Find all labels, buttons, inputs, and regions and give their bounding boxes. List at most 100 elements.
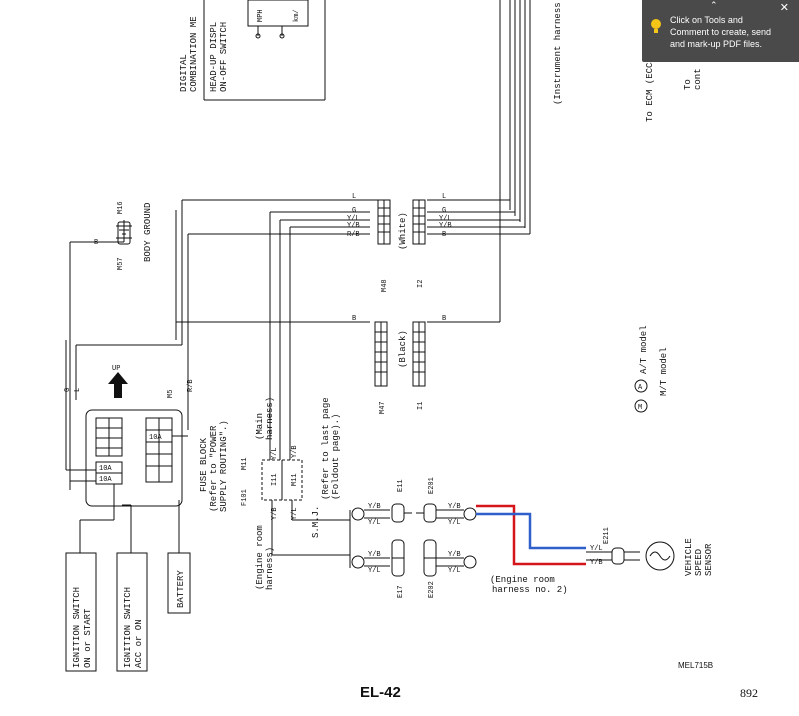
label-engine-room-2-line1: (Engine room bbox=[490, 575, 555, 585]
label-up: UP bbox=[112, 365, 120, 373]
label-e11: E11 bbox=[397, 479, 405, 492]
connector-e11 bbox=[391, 503, 412, 523]
label-mph: MPH bbox=[257, 9, 265, 22]
label-vss-1: VEHICLE bbox=[684, 538, 694, 576]
fuse-block bbox=[85, 409, 183, 507]
chevron-up-icon[interactable]: ⌃ bbox=[710, 0, 718, 10]
label-m48: M48 bbox=[381, 279, 389, 292]
label-fuse-block-3: SUPPLY ROUTING".) bbox=[219, 420, 229, 512]
connector-i2 bbox=[412, 199, 426, 245]
label-vss-3: SENSOR bbox=[704, 543, 714, 576]
label-fuse-10a-left-2: 10A bbox=[99, 476, 112, 484]
label-ign-acc-1: IGNITION SWITCH bbox=[123, 587, 133, 668]
label-white: (White) bbox=[398, 212, 408, 250]
label-legend-m: M/T model bbox=[659, 347, 669, 396]
label-head-up-1: HEAD-UP DISPL bbox=[209, 22, 219, 92]
reference-code: MEL715B bbox=[678, 661, 714, 670]
label-instrument-harness: (Instrument harness bbox=[553, 2, 563, 105]
legend-symbol-a: A bbox=[638, 384, 643, 392]
lightbulb-icon bbox=[651, 19, 661, 33]
label-ign-start-2: ON or START bbox=[83, 608, 93, 668]
label-digital-meter-2: COMBINATION ME bbox=[189, 16, 199, 92]
label-m57: M57 bbox=[117, 257, 125, 270]
label-smj-2: (Refer to last page bbox=[321, 397, 331, 500]
label-fuse-10a-left-1: 10A bbox=[99, 465, 112, 473]
label-fuse-10a-right: 10A bbox=[149, 434, 162, 442]
wire-label-rb-fuse: R/B bbox=[187, 379, 195, 392]
label-to-right-2: cont bbox=[693, 68, 703, 90]
wire-label-yl-sensor: Y/L bbox=[590, 545, 603, 553]
label-kmh: km/ bbox=[293, 9, 301, 22]
wire-label-l-left-v: L bbox=[74, 388, 82, 392]
label-f101: F101 bbox=[241, 489, 249, 506]
label-battery: BATTERY bbox=[176, 570, 186, 608]
label-i1: I1 bbox=[417, 402, 425, 410]
label-engine-room-1: (Engine room bbox=[255, 525, 265, 590]
smj-conn-i11: I11 bbox=[271, 473, 279, 486]
label-body-ground: BODY GROUND bbox=[143, 203, 153, 262]
label-main-harness-1: (Main bbox=[255, 413, 265, 440]
wire-label-yb-m: Y/B bbox=[368, 551, 381, 559]
wire-label-yl-right: Y/L bbox=[439, 215, 452, 223]
label-m11: M11 bbox=[241, 457, 249, 470]
wire-label-yl-a: Y/L bbox=[368, 519, 381, 527]
label-fuse-block-2: (Refer to "POWER bbox=[209, 425, 219, 512]
wire-label-g-left-v: G bbox=[64, 388, 72, 392]
tooltip-text: Click on Tools and Comment to create, se… bbox=[670, 15, 772, 49]
wire-label-l-right: L bbox=[442, 193, 446, 201]
label-main-harness-2: harness) bbox=[265, 397, 275, 440]
wire-label-b-black-right: B bbox=[442, 315, 446, 323]
wire-label-yl-left: Y/L bbox=[347, 215, 360, 223]
wire-label-yb-a2: Y/B bbox=[448, 503, 461, 511]
ignition-switch-start-box bbox=[65, 484, 115, 672]
wire-label-yl-smj-low: Y/L bbox=[291, 507, 299, 520]
label-fuse-block-1: FUSE BLOCK bbox=[199, 437, 209, 492]
wire-label-yl-smj: Y/L bbox=[271, 447, 279, 460]
wire-label-yl-a2: Y/L bbox=[448, 519, 461, 527]
close-icon[interactable]: ✕ bbox=[779, 2, 789, 14]
label-smj-1: S.M.J. bbox=[311, 506, 321, 538]
wire-label-b-black-left: B bbox=[352, 315, 356, 323]
wire-label-yl-m2: Y/L bbox=[448, 567, 461, 575]
legend-symbol-m: M bbox=[638, 404, 642, 412]
connector-e202 bbox=[423, 539, 437, 577]
red-wire bbox=[476, 504, 586, 566]
wire-label-rb-left: R/B bbox=[347, 231, 360, 239]
label-engine-room-2-line2: harness no. 2) bbox=[492, 585, 568, 595]
label-e201: E201 bbox=[428, 477, 436, 494]
label-legend-a: A/T model bbox=[639, 325, 649, 374]
wire-label-b-right: B bbox=[442, 231, 446, 239]
label-black: (Black) bbox=[398, 330, 408, 368]
label-ign-start-1: IGNITION SWITCH bbox=[72, 587, 82, 668]
label-e17: E17 bbox=[397, 585, 405, 598]
wire-label-g-right: G bbox=[442, 207, 446, 215]
connector-e201 bbox=[416, 503, 437, 523]
wire-label-yb-right: Y/B bbox=[439, 222, 452, 230]
label-m5: M5 bbox=[167, 390, 175, 398]
connector-smj bbox=[261, 459, 303, 501]
label-head-up-2: ON-OFF SWITCH bbox=[219, 22, 229, 92]
tools-tooltip[interactable]: ⌃ ✕ Click on Tools and Comment to create… bbox=[642, 0, 799, 62]
connector-m48 bbox=[377, 199, 391, 245]
label-ign-acc-2: ACC or ON bbox=[134, 619, 144, 668]
label-i2: I2 bbox=[417, 280, 425, 288]
label-e202: E202 bbox=[428, 581, 436, 598]
wire-label-yb-m2: Y/B bbox=[448, 551, 461, 559]
up-arrow-icon bbox=[108, 372, 128, 398]
label-m47: M47 bbox=[379, 401, 387, 414]
label-engine-room-2: harness) bbox=[265, 547, 275, 590]
label-to-right-1: To bbox=[683, 79, 693, 90]
ignition-switch-acc-box bbox=[116, 504, 148, 672]
battery-box bbox=[167, 500, 191, 614]
label-digital-meter-1: DIGITAL bbox=[179, 54, 189, 92]
wire-label-yb-sensor: Y/B bbox=[590, 559, 603, 567]
wire-label-yb-smj-low: Y/B bbox=[271, 507, 279, 520]
wire-label-yb-left: Y/B bbox=[347, 222, 360, 230]
wire-label-yl-m: Y/L bbox=[368, 567, 381, 575]
wire-label-g-left: G bbox=[352, 207, 356, 215]
body-ground-symbol bbox=[69, 220, 132, 490]
blue-wire bbox=[476, 512, 586, 550]
label-smj-3: (Foldout page).) bbox=[331, 414, 341, 500]
connector-m47 bbox=[374, 321, 388, 387]
